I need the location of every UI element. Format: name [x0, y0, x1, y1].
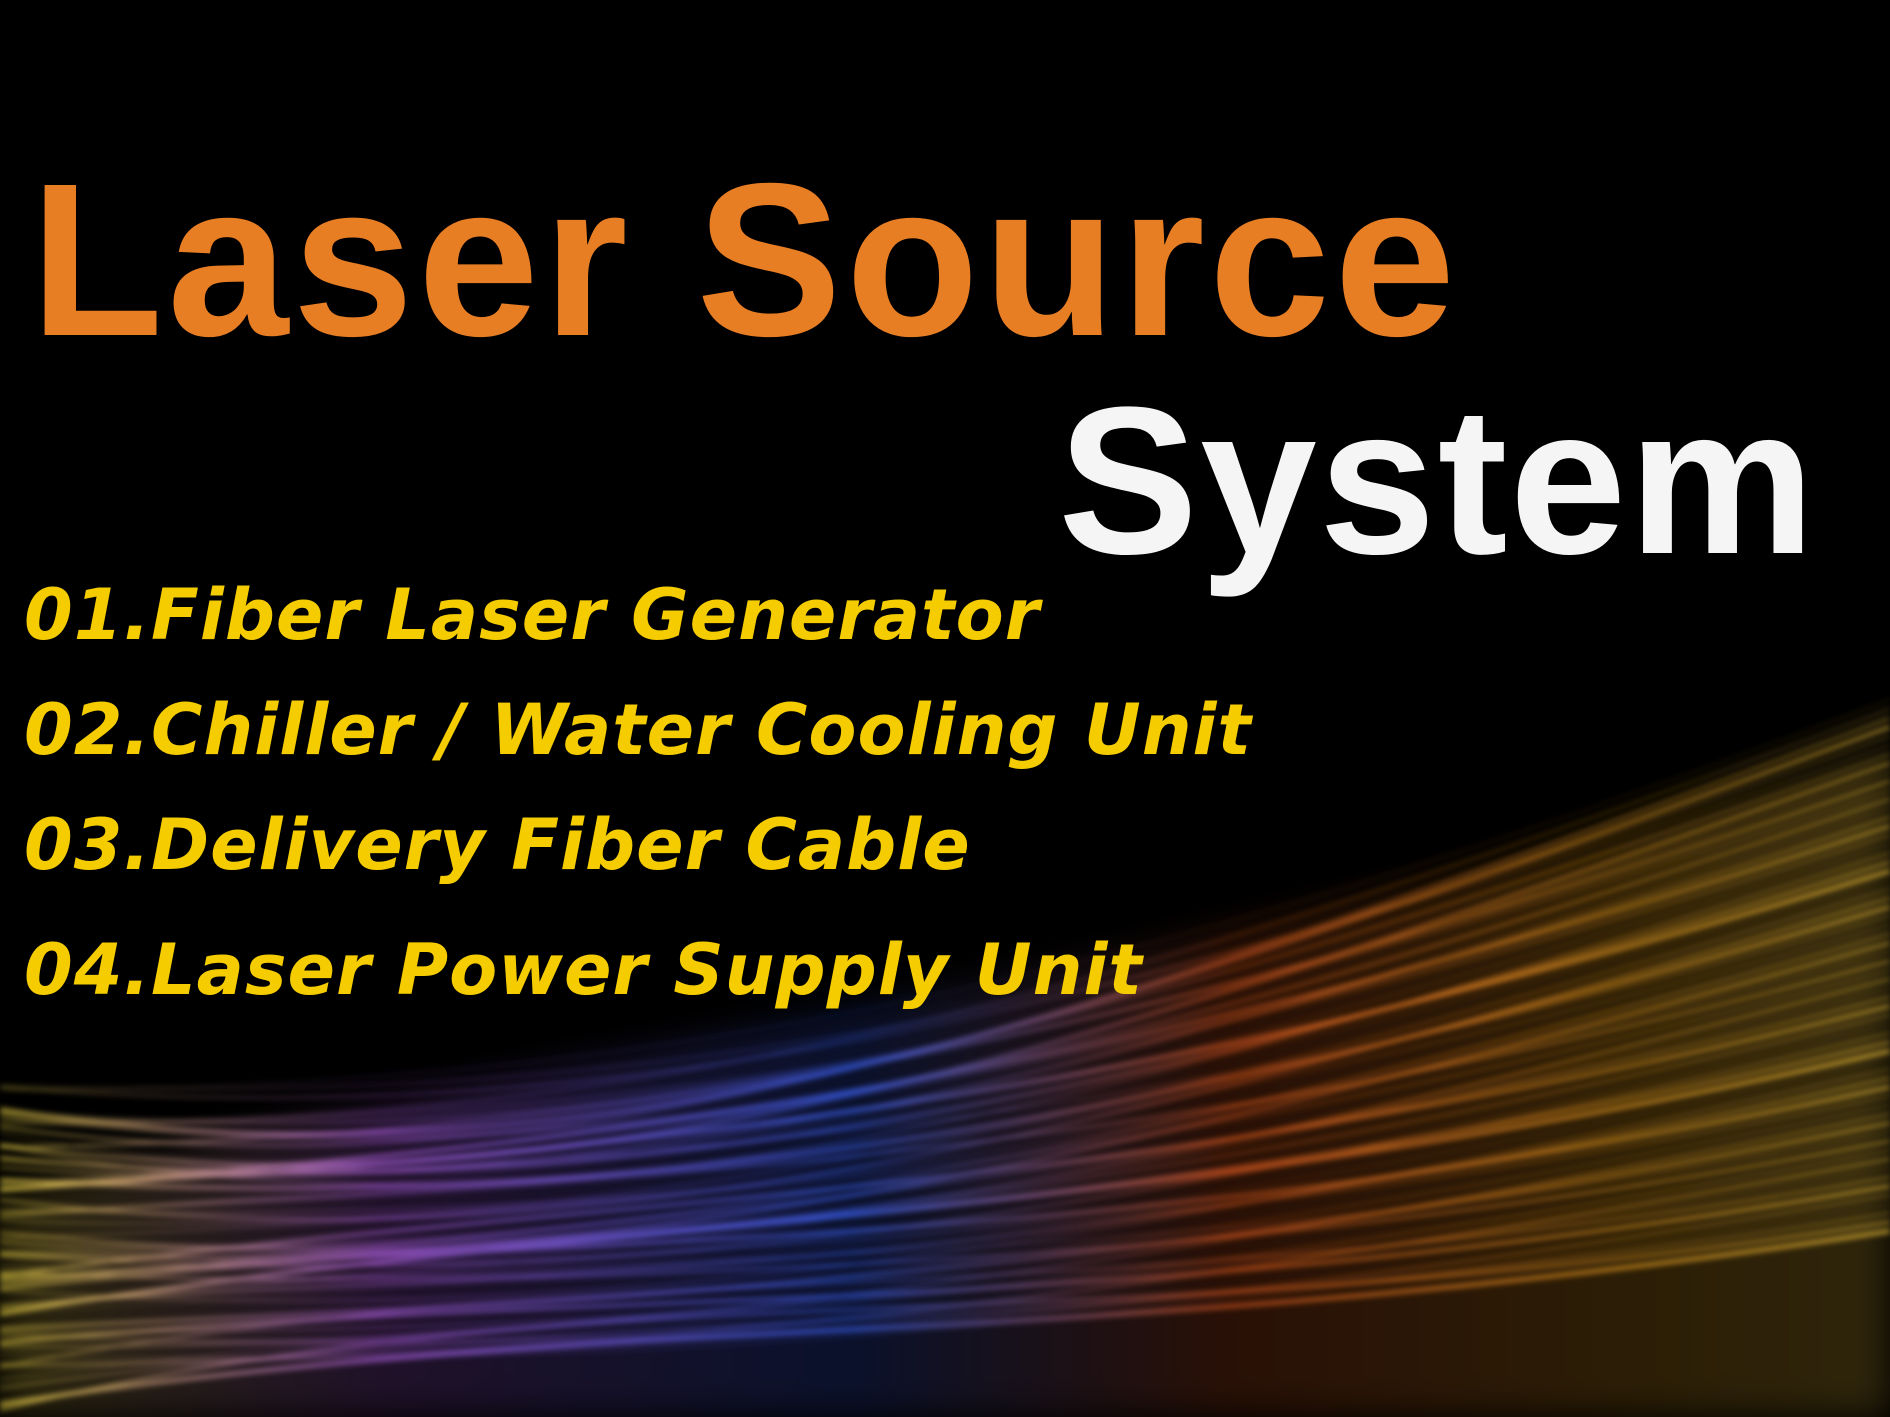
list-item: 02.Chiller / Water Cooling Unit	[24, 689, 1253, 771]
list-item: 03.Delivery Fiber Cable	[24, 804, 971, 886]
list-item: 04.Laser Power Supply Unit	[24, 929, 1143, 1011]
list-item: 01.Fiber Laser Generator	[24, 574, 1041, 656]
title-system: System	[1058, 363, 1818, 598]
title-laser-source: Laser Source	[30, 139, 1460, 382]
